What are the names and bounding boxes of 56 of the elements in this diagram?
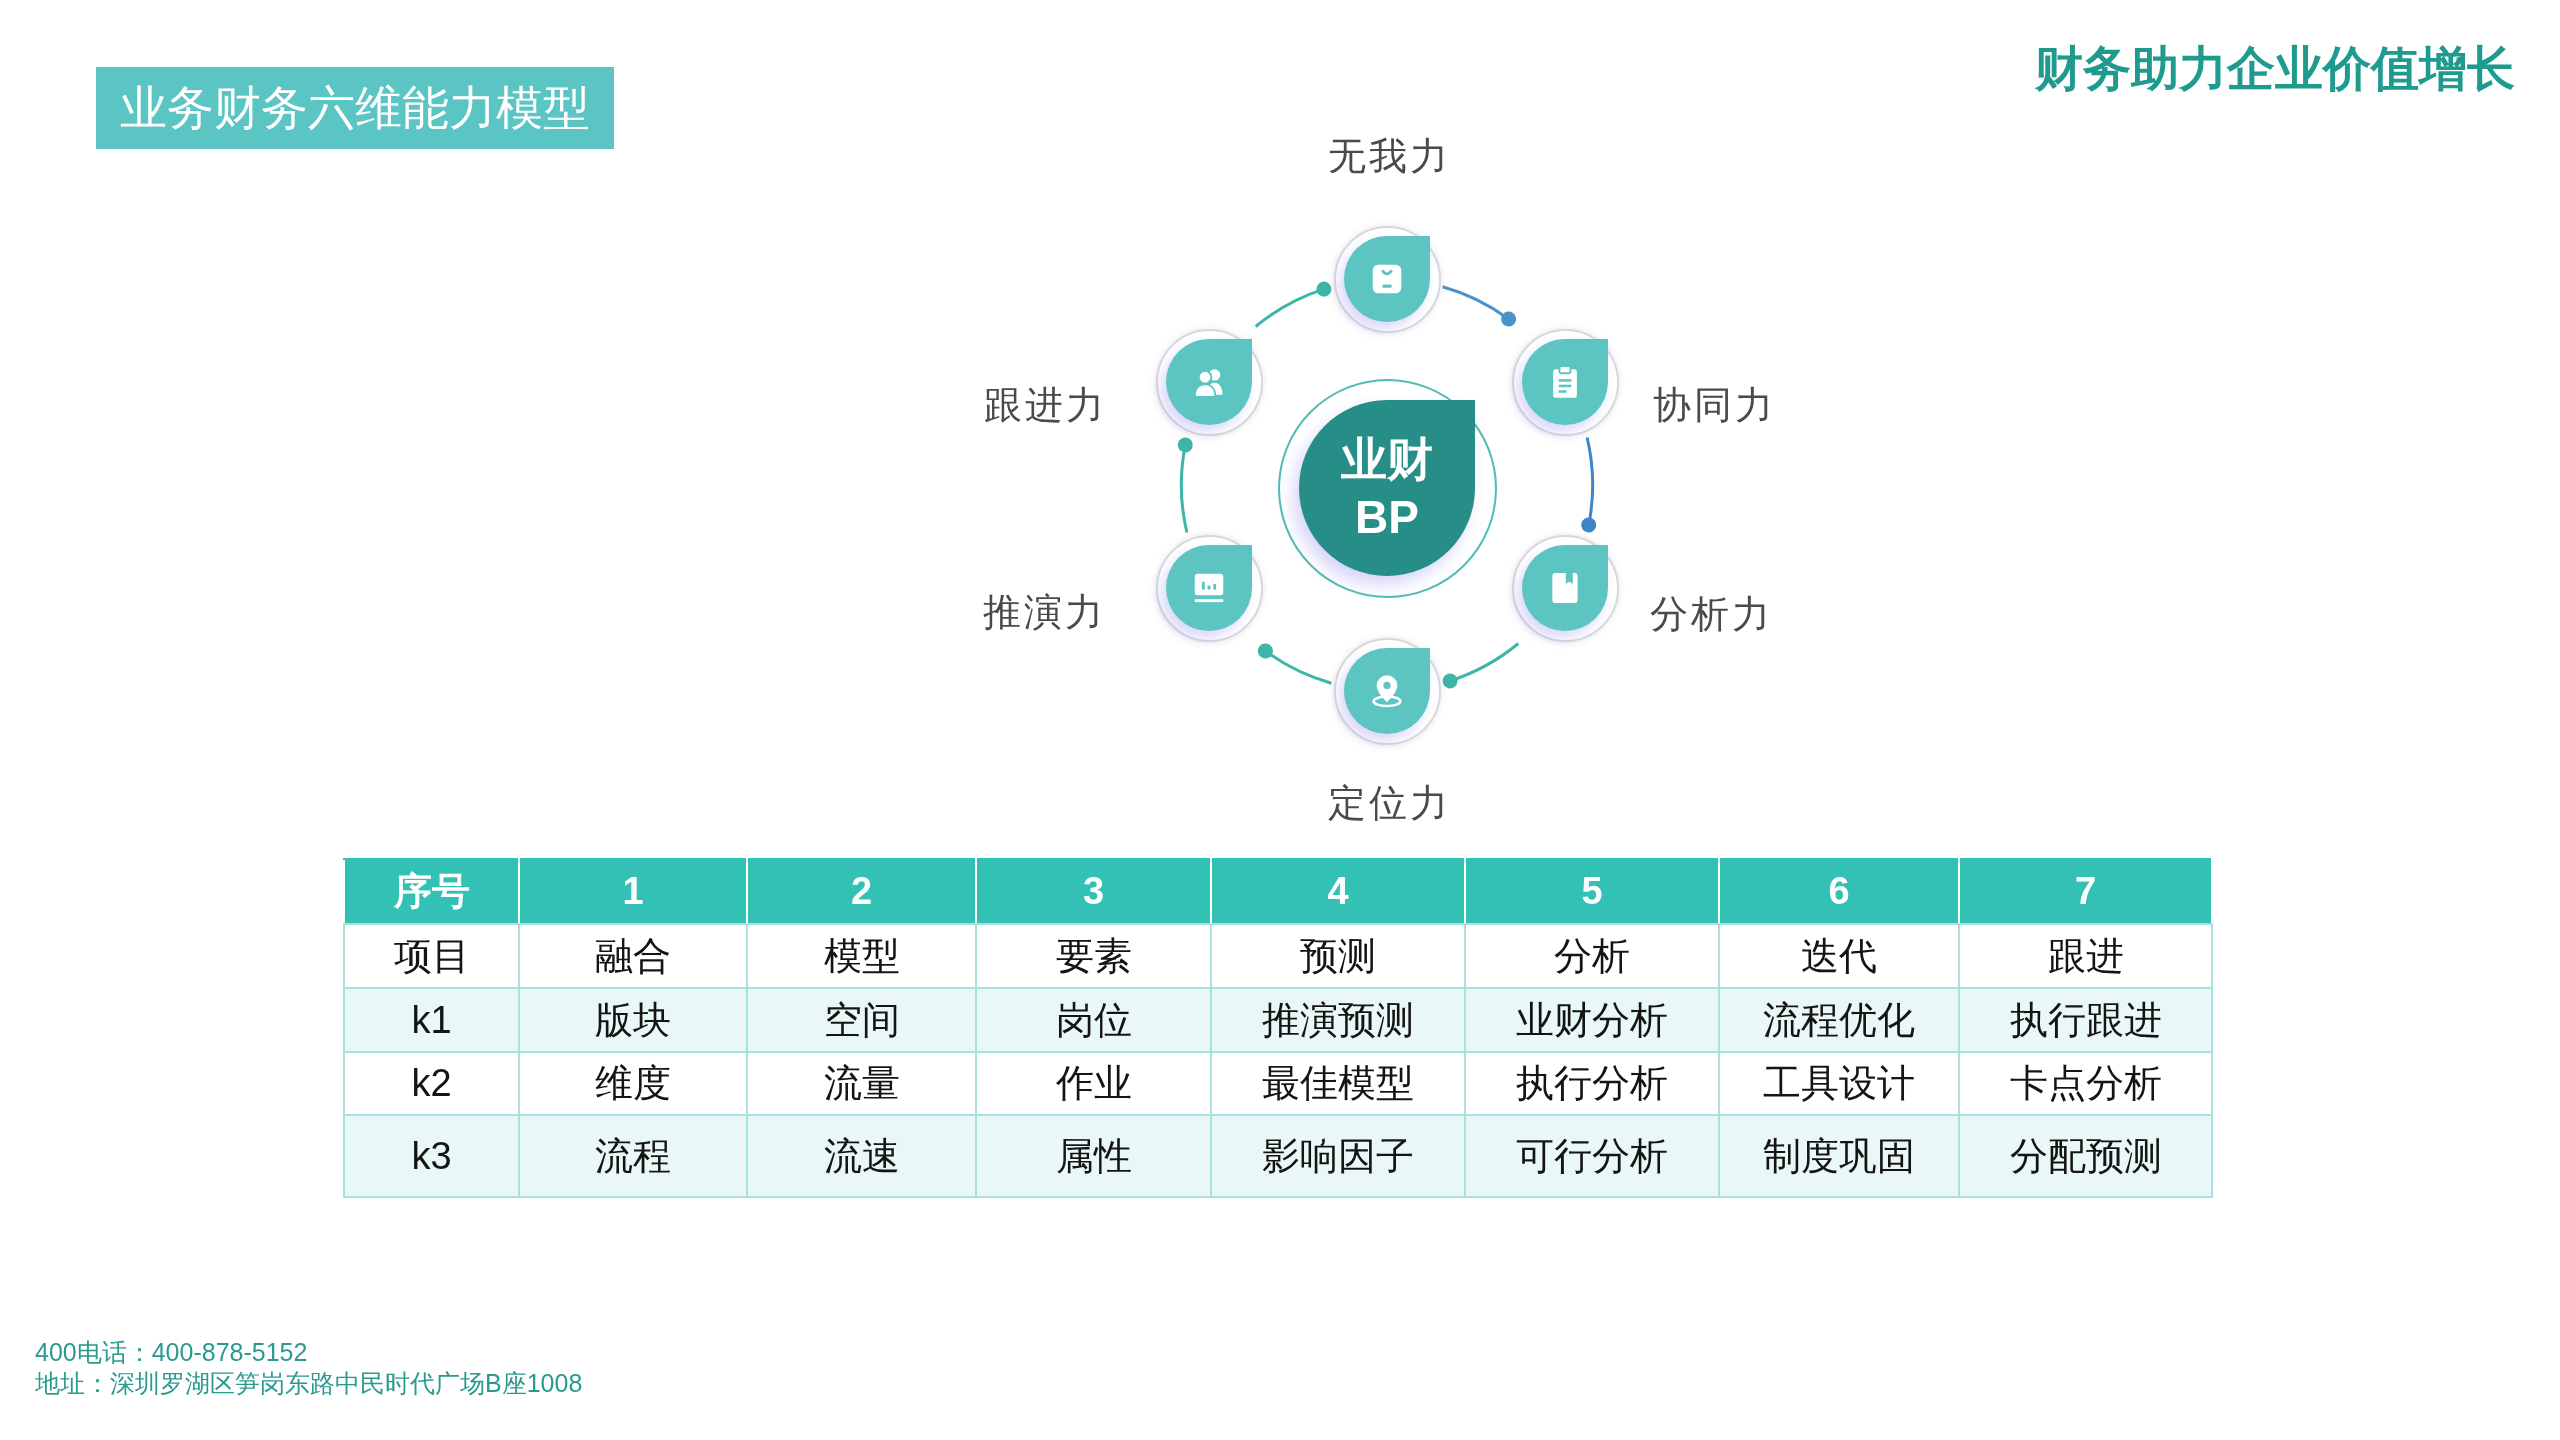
table-cell: 流量: [747, 1052, 976, 1115]
table-cell: 要素: [976, 924, 1211, 988]
table-cell: 流程优化: [1719, 988, 1959, 1052]
header-cell: 3: [976, 859, 1211, 924]
table-cell: k1: [344, 988, 519, 1052]
table-cell: 影响因子: [1211, 1115, 1465, 1197]
header-cell: 4: [1211, 859, 1465, 924]
connector: [1177, 437, 1193, 533]
connector: [1442, 642, 1520, 689]
header-cell: 7: [1959, 859, 2212, 924]
node-label: 无我力: [1327, 134, 1451, 179]
table-cell: k3: [344, 1115, 519, 1197]
table-cell: 分析: [1465, 924, 1719, 988]
table-cell: 版块: [519, 988, 747, 1052]
table-cell: 岗位: [976, 988, 1211, 1052]
title-banner: 业务财务六维能力模型: [96, 67, 614, 149]
contact-text: 400电话：400-878-5152: [35, 1337, 308, 1367]
table-cell: 流程: [519, 1115, 747, 1197]
table-cell: 制度巩固: [1719, 1115, 1959, 1197]
table-cell: 空间: [747, 988, 976, 1052]
table-cell: 作业: [976, 1052, 1211, 1115]
table-cell: 分配预测: [1959, 1115, 2212, 1197]
table-cell: k2: [344, 1052, 519, 1115]
table-cell: 执行跟进: [1959, 988, 2212, 1052]
table-cell: 属性: [976, 1115, 1211, 1197]
node-label: 跟进力: [983, 383, 1107, 428]
header-cell: 2: [747, 859, 976, 924]
table-cell: 预测: [1211, 924, 1465, 988]
table-cell: 模型: [747, 924, 976, 988]
table-cell: 执行分析: [1465, 1052, 1719, 1115]
connector: [1254, 281, 1332, 328]
table-cell: 工具设计: [1719, 1052, 1959, 1115]
node-label: 协同力: [1652, 383, 1776, 428]
node-label: 定位力: [1327, 781, 1451, 826]
connector: [1581, 437, 1597, 533]
header-cell: 6: [1719, 859, 1959, 924]
table-cell: 维度: [519, 1052, 747, 1115]
table-cell: 跟进: [1959, 924, 2212, 988]
table-cell: 业财分析: [1465, 988, 1719, 1052]
connector: [1257, 643, 1332, 685]
contact-text: 地址：深圳罗湖区笋岗东路中民时代广场B座1008: [35, 1368, 583, 1398]
header-cell: 序号: [344, 859, 519, 924]
header-cell: 5: [1465, 859, 1719, 924]
table-cell: 融合: [519, 924, 747, 988]
table-cell: 迭代: [1719, 924, 1959, 988]
table-cell: 可行分析: [1465, 1115, 1719, 1197]
node-label: 推演力: [982, 590, 1106, 635]
table-cell: 推演预测: [1211, 988, 1465, 1052]
node-label: 分析力: [1649, 592, 1773, 637]
header-cell: 1: [519, 859, 747, 924]
table-cell: 卡点分析: [1959, 1052, 2212, 1115]
table-cell: 最佳模型: [1211, 1052, 1465, 1115]
table-cell: 流速: [747, 1115, 976, 1197]
heading: 财务助力企业价值增长: [2035, 41, 2515, 97]
connector: [1442, 285, 1517, 327]
table-cell: 项目: [344, 924, 519, 988]
